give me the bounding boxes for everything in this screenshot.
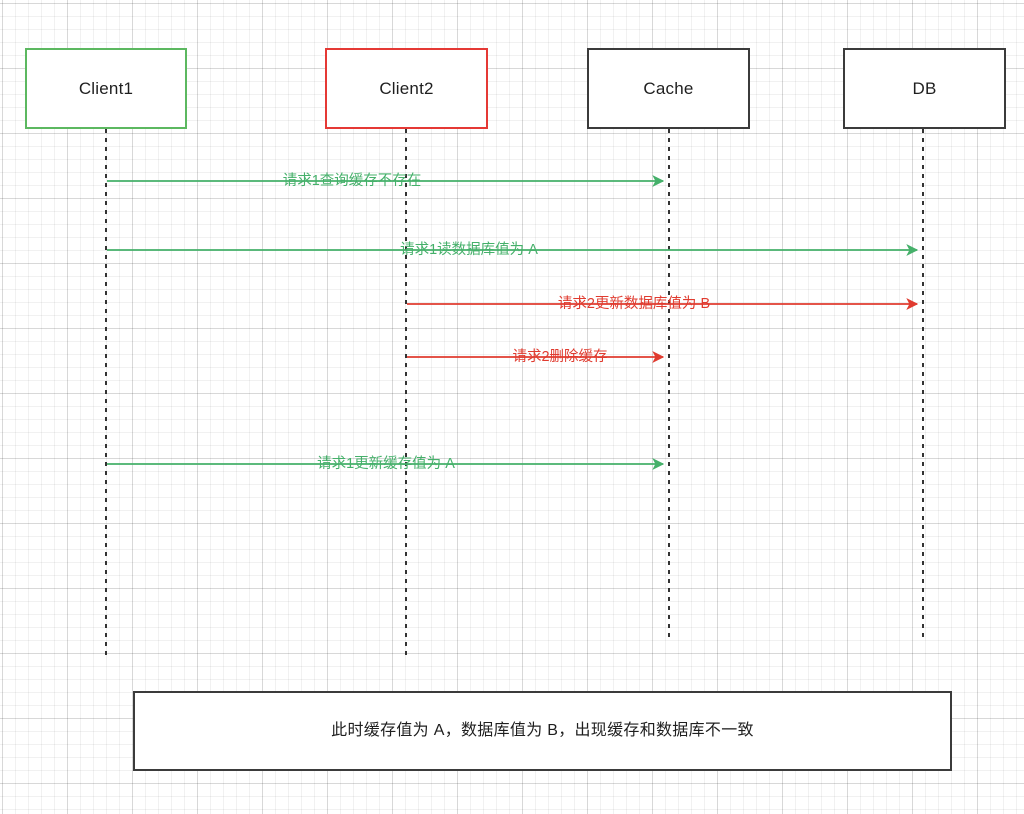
participant-client1[interactable]: Client1 xyxy=(25,48,187,129)
participant-label-client2: Client2 xyxy=(379,79,434,98)
message-label-3: 请求2更新数据库值为 B xyxy=(557,295,711,312)
note-box[interactable]: 此时缓存值为 A，数据库值为 B，出现缓存和数据库不一致 xyxy=(133,691,952,771)
note-text: 此时缓存值为 A，数据库值为 B，出现缓存和数据库不一致 xyxy=(331,721,754,739)
participant-client2[interactable]: Client2 xyxy=(325,48,488,129)
participant-label-db: DB xyxy=(912,79,937,98)
participant-db[interactable]: DB xyxy=(843,48,1006,129)
message-label-4: 请求2删除缓存 xyxy=(512,348,608,365)
message-label-2: 请求1读数据库值为 A xyxy=(400,241,538,258)
message-arrows xyxy=(107,175,919,470)
participant-label-cache: Cache xyxy=(643,79,694,98)
message-label-5: 请求1更新缓存值为 A xyxy=(317,455,455,472)
lifelines xyxy=(105,129,924,655)
participant-cache[interactable]: Cache xyxy=(587,48,750,129)
participant-label-client1: Client1 xyxy=(78,79,134,98)
message-label-1: 请求1查询缓存不存在 xyxy=(282,172,422,189)
